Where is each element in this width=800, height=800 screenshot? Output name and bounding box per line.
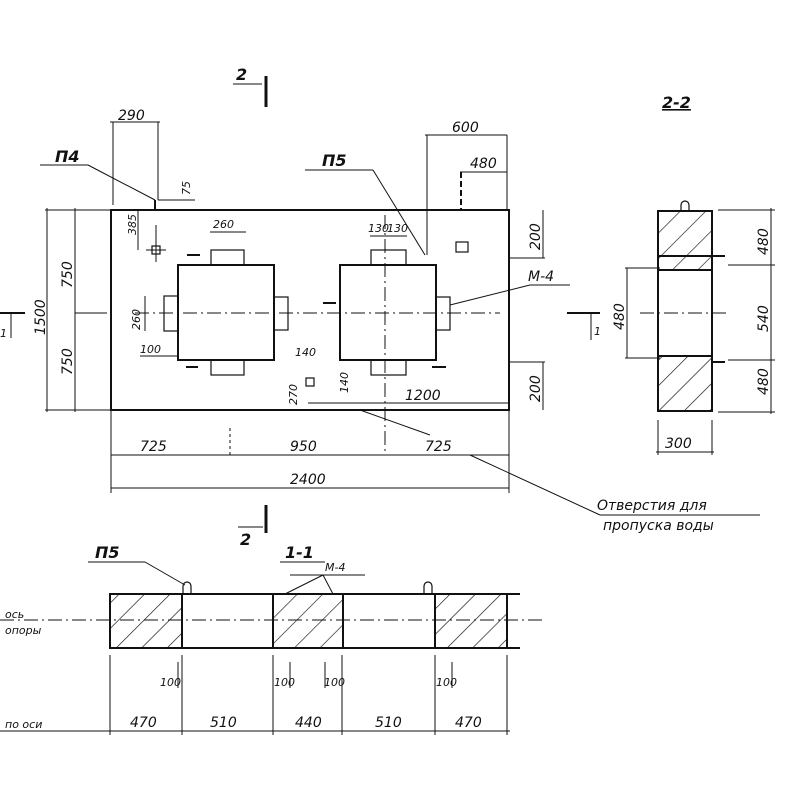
dim-1500: 1500	[33, 299, 49, 335]
axis-label-1: ось	[5, 608, 24, 621]
label-1-1-m4: М-4	[325, 561, 345, 574]
dim-200-top: 200	[528, 223, 544, 250]
dim-750-bottom: 750	[60, 348, 76, 375]
dim-130-a: 130	[368, 222, 389, 235]
small-dim-1: 100	[160, 676, 181, 689]
dim-725-right: 725	[425, 439, 452, 455]
svg-text:1: 1	[0, 327, 7, 340]
section-2-2: 2-2 480 480 540 480 300 1	[567, 93, 775, 455]
section-marker-2-top: 2	[233, 65, 268, 107]
dim-270: 270	[287, 384, 300, 405]
section-1-1: 1-1 П5 М-4 ось опоры 100 100 100 100	[0, 543, 545, 735]
dim-1200: 1200	[405, 388, 441, 404]
small-dim-2: 100	[274, 676, 295, 689]
dim-260-left: 260	[130, 309, 143, 330]
dim-1-1-b: 510	[210, 715, 237, 731]
drain-hole	[305, 377, 315, 387]
dim-950: 950	[290, 439, 317, 455]
dim-2-2-top: 480	[756, 228, 772, 255]
section-marker-1-left: 1	[0, 312, 25, 340]
svg-text:2: 2	[240, 530, 251, 549]
dim-750-top: 750	[60, 261, 76, 288]
label-p4: П4	[55, 147, 80, 166]
dim-725-left: 725	[140, 439, 167, 455]
dim-130-b: 130	[387, 222, 408, 235]
dim-385: 385	[126, 214, 139, 235]
dim-200-bottom: 200	[528, 375, 544, 402]
section-marker-2-bottom: 2	[238, 505, 268, 549]
baseline-label: по оси	[5, 718, 42, 731]
small-hole	[455, 241, 469, 253]
plan-view: 290 75 385 260 260 100 130 130 600 480 2…	[0, 65, 760, 549]
section-1-1-title: 1-1	[285, 543, 314, 562]
label-p5: П5	[322, 151, 347, 170]
svg-text:1: 1	[594, 325, 601, 338]
opening-right	[323, 241, 469, 376]
section-marker-1-right: 1	[567, 312, 601, 340]
dim-1-1-a: 470	[130, 715, 157, 731]
small-dim-4: 100	[436, 676, 457, 689]
section-2-2-title: 2-2	[662, 93, 691, 112]
dim-480: 480	[470, 156, 497, 172]
dim-2400: 2400	[290, 472, 326, 488]
label-1-1-p5: П5	[95, 543, 120, 562]
dim-1-1-d: 510	[375, 715, 402, 731]
p4-marker	[146, 200, 166, 262]
dim-140-a: 140	[295, 346, 316, 359]
dim-2-2-width: 300	[665, 436, 692, 452]
dim-1-1-e: 470	[455, 715, 482, 731]
dim-600: 600	[452, 120, 479, 136]
dim-2-2-middle: 540	[756, 305, 772, 332]
dim-1-1-c: 440	[295, 715, 322, 731]
label-m4: М-4	[528, 269, 554, 285]
small-dim-3: 100	[324, 676, 345, 689]
slab-outline	[110, 209, 510, 411]
note-line-2: пропуска воды	[603, 518, 714, 534]
opening-left	[163, 249, 289, 376]
note-line-1: Отверстия для	[597, 498, 707, 514]
dim-260-top: 260	[213, 218, 234, 231]
dim-2-2-opening: 480	[612, 303, 628, 330]
dim-290: 290	[118, 108, 145, 124]
svg-text:2: 2	[236, 65, 247, 84]
dim-140-b: 140	[338, 372, 351, 393]
dim-100: 100	[140, 343, 161, 356]
axis-label-2: опоры	[5, 624, 42, 637]
dim-75: 75	[180, 181, 193, 195]
dim-2-2-bottom: 480	[756, 368, 772, 395]
